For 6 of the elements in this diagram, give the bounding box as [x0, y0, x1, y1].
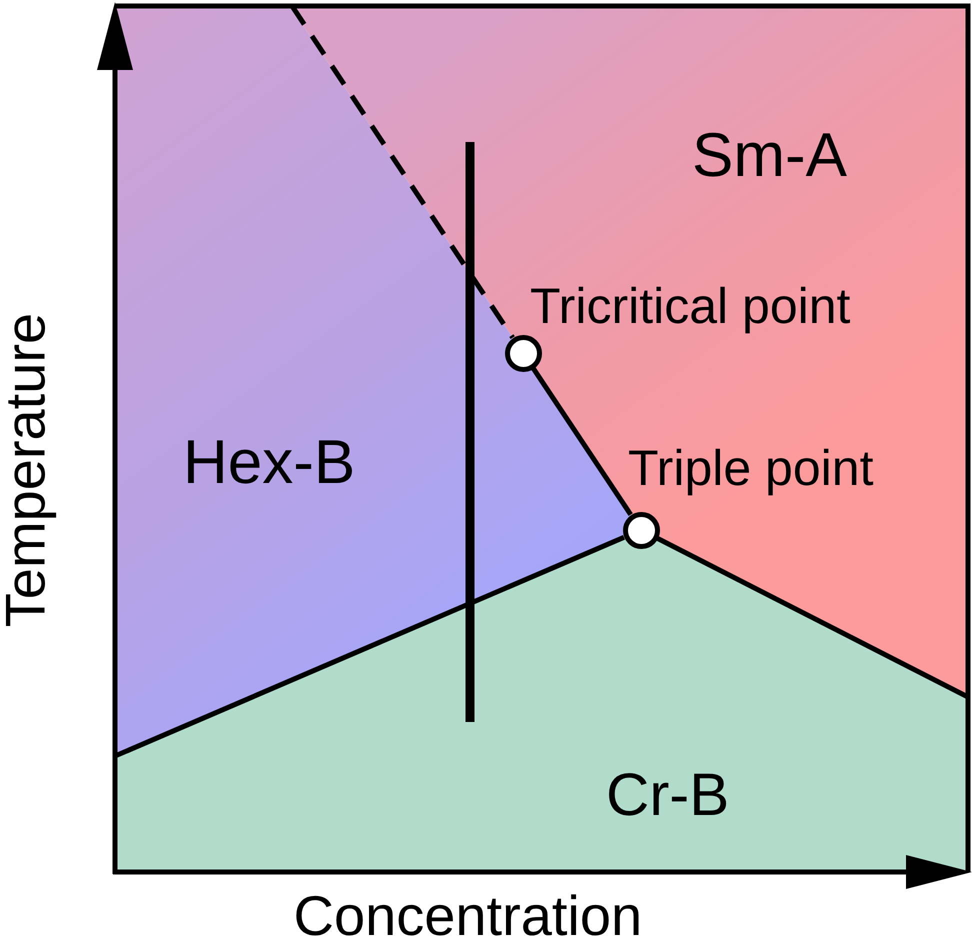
- axis-title: Temperature: [0, 312, 58, 628]
- axis-title: Concentration: [294, 891, 642, 942]
- phase-label: Cr-B: [606, 768, 730, 822]
- phase-label: Sm-A: [692, 128, 847, 184]
- phase-label: Hex-B: [183, 434, 356, 490]
- phase-boundary-line: [531, 367, 633, 516]
